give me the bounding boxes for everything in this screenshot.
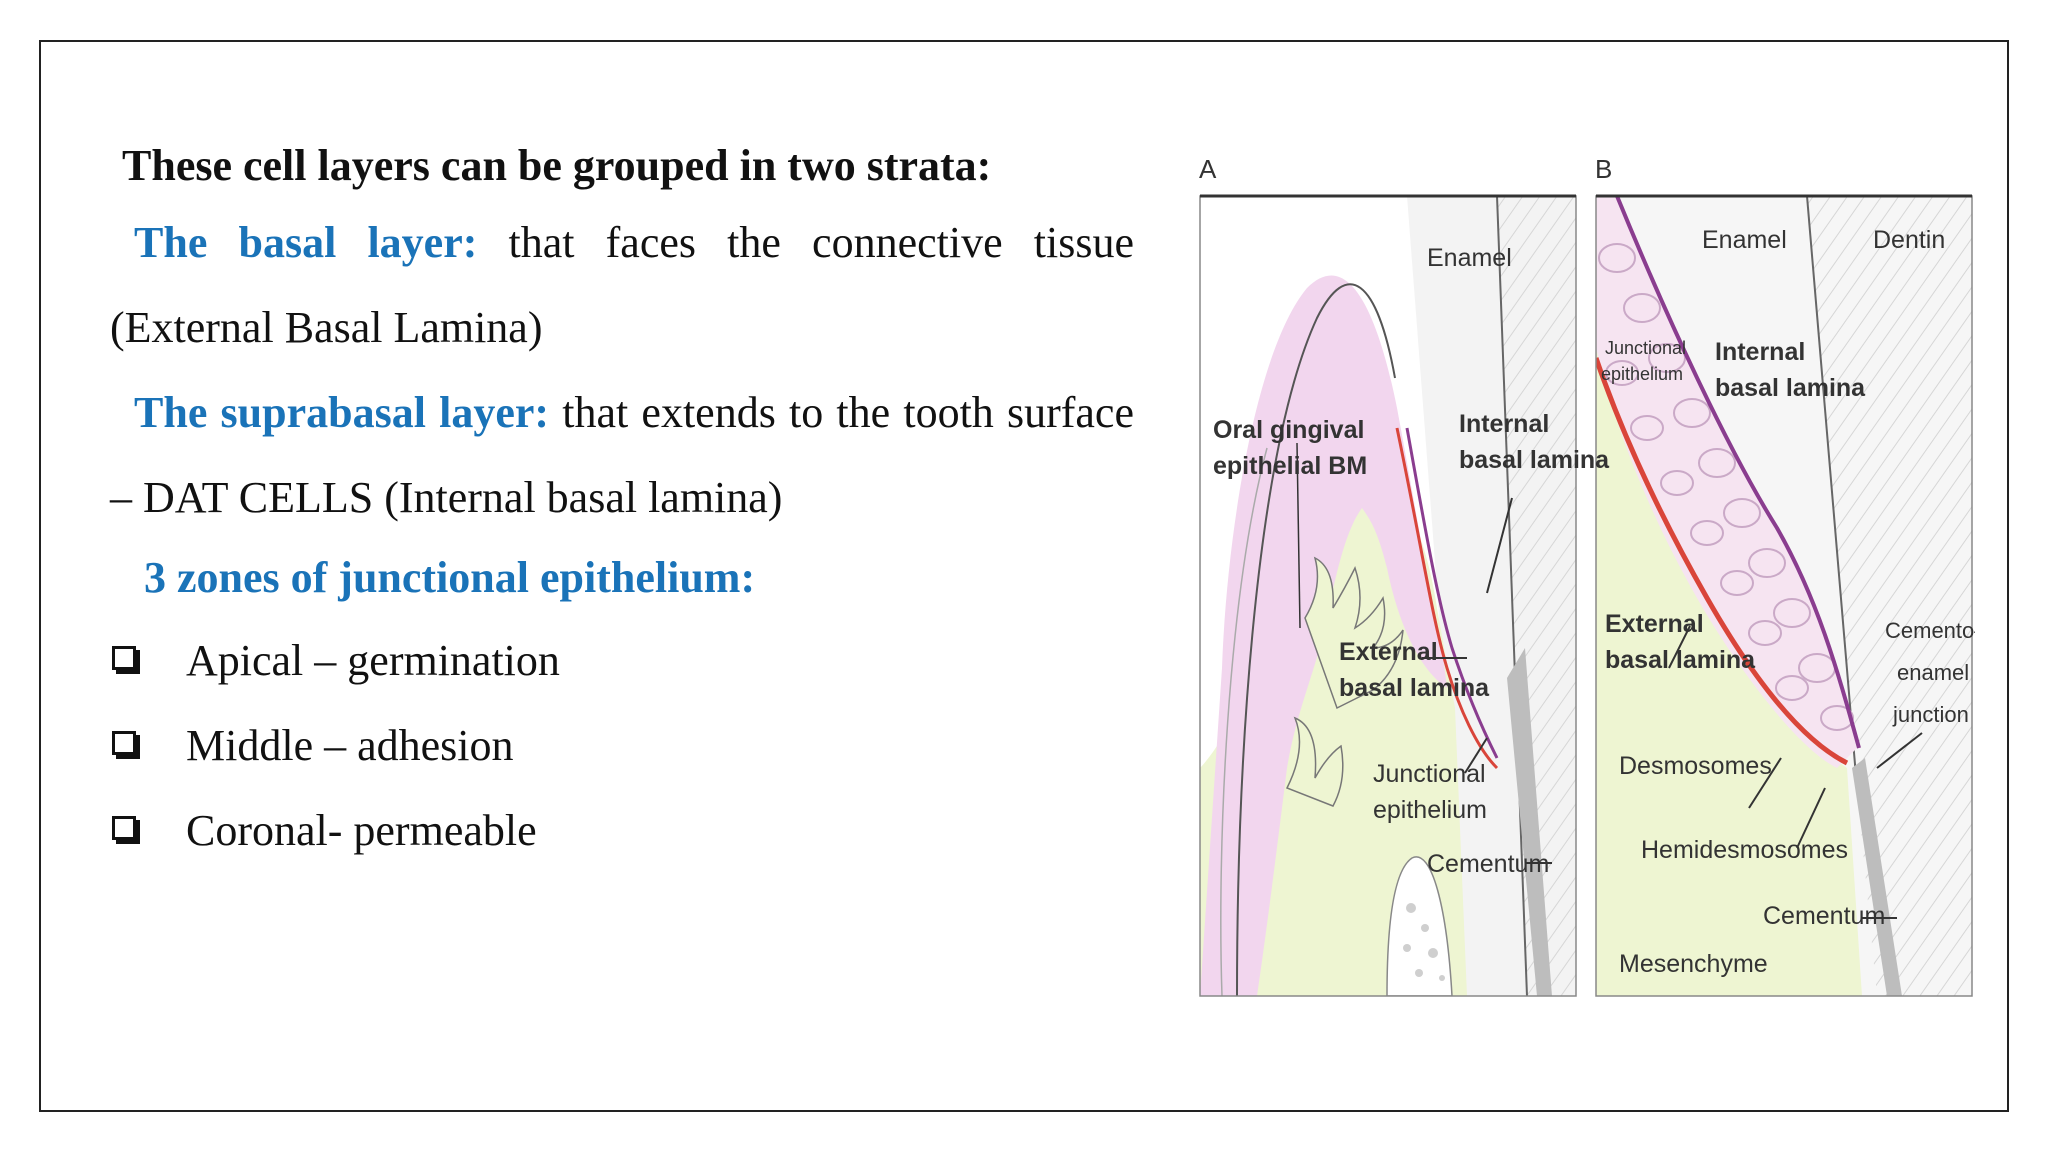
zone-item-label: Middle – adhesion [186, 721, 514, 770]
label-enamel-cej: enamel [1897, 660, 1969, 685]
checkbox-icon [112, 645, 136, 670]
zone-item-coronal: Coronal- permeable [112, 805, 537, 856]
checkbox-icon [112, 815, 136, 840]
zone-item-middle: Middle – adhesion [112, 720, 514, 771]
label-internal-b: Internal [1715, 338, 1805, 366]
basal-layer-description: that faces the connective tissue (Extern… [110, 218, 1134, 352]
panel-b-letter: B [1595, 154, 1612, 184]
label-junctional-b: Junctional [1605, 338, 1686, 358]
label-hemidesmosomes: Hemidesmosomes [1641, 836, 1848, 864]
label-internal-a: Internal [1459, 410, 1549, 438]
panel-a [1200, 196, 1576, 996]
label-external-a: External [1339, 638, 1438, 666]
zone-item-apical: Apical – germination [112, 635, 560, 686]
label-enamel-a: Enamel [1427, 244, 1512, 272]
label-enamel-b: Enamel [1702, 226, 1787, 254]
basal-layer-term: The basal layer: [134, 218, 478, 267]
label-cemento: Cemento– [1885, 618, 1975, 643]
label-desmosomes: Desmosomes [1619, 752, 1772, 780]
figure-labels: A B Enamel Oral gingival epithelial BM I… [1199, 154, 1975, 978]
label-junctional-a: Junctional [1373, 760, 1486, 788]
label-junction: junction [1892, 702, 1969, 727]
panel-b [1596, 196, 1972, 996]
panel-a-letter: A [1199, 154, 1217, 184]
slide-heading: These cell layers can be grouped in two … [122, 141, 992, 190]
label-basal-lamina-external-a: basal lamina [1339, 674, 1490, 702]
zone-item-label: Apical – germination [186, 636, 560, 685]
label-cementum-a: Cementum [1427, 850, 1549, 878]
zones-title: 3 zones of junctional epithelium: [144, 553, 756, 602]
label-epithelial-bm: epithelial BM [1213, 452, 1367, 480]
label-mesenchyme: Mesenchyme [1619, 950, 1768, 978]
junctional-epithelium-figure: A B Enamel Oral gingival epithelial BM I… [1197, 148, 1975, 1000]
checkbox-icon [112, 730, 136, 755]
label-epithelium-b: epithelium [1601, 364, 1683, 384]
slide-frame [39, 40, 2009, 1112]
suprabasal-layer-description: that extends to the tooth surface – DAT … [110, 388, 1134, 522]
suprabasal-layer-paragraph: The suprabasal layer: that extends to th… [110, 370, 1134, 540]
label-external-b: External [1605, 610, 1704, 638]
label-basal-lamina-external-b: basal lamina [1605, 646, 1756, 674]
label-dentin-b: Dentin [1873, 226, 1945, 254]
label-oral-gingival: Oral gingival [1213, 416, 1364, 444]
suprabasal-layer-term: The suprabasal layer: [134, 388, 550, 437]
label-basal-lamina-internal-a: basal lamina [1459, 446, 1610, 474]
basal-layer-paragraph: The basal layer: that faces the connecti… [110, 200, 1134, 370]
label-cementum-b: Cementum [1763, 902, 1885, 930]
label-epithelium-a: epithelium [1373, 796, 1487, 824]
label-basal-lamina-internal-b: basal lamina [1715, 374, 1866, 402]
zone-item-label: Coronal- permeable [186, 806, 537, 855]
